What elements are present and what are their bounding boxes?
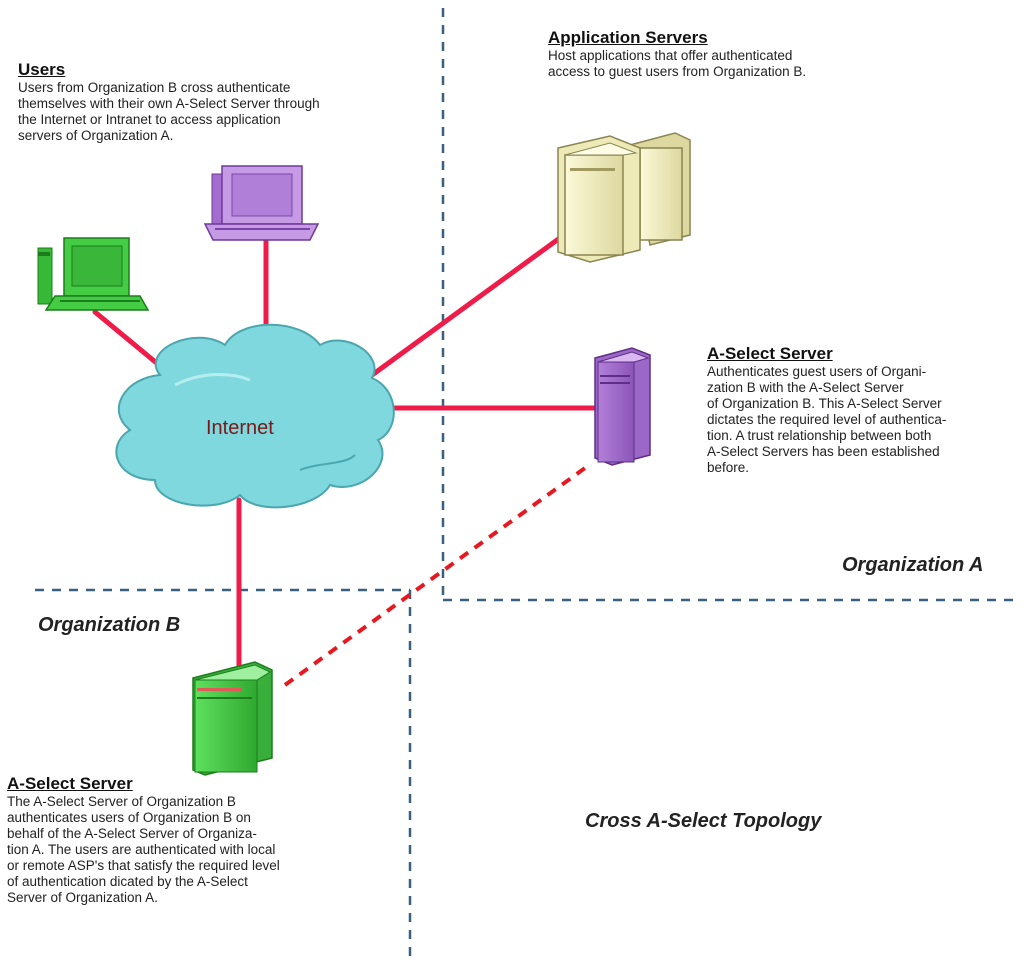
purple-computer-icon (203, 165, 320, 241)
trust-relationship-link (283, 466, 587, 687)
purple-server-icon (594, 347, 651, 466)
internet-cloud-icon (115, 323, 395, 509)
connection-links (92, 229, 601, 671)
server-b-description: The A-Select Server of Organization B au… (7, 794, 280, 906)
server-a-line: dictates the required level of authentic… (707, 412, 947, 427)
app-servers-block: Application Servers Host applications th… (548, 28, 806, 80)
users-line: themselves with their own A-Select Serve… (18, 96, 320, 111)
users-line: the Internet or Intranet to access appli… (18, 112, 281, 127)
users-line: servers of Organization A. (18, 128, 174, 143)
org-b-label: Organization B (38, 614, 181, 636)
server-b-block: A-Select Server The A-Select Server of O… (7, 774, 280, 906)
app-servers-description: Host applications that offer authenticat… (548, 48, 806, 80)
server-b-heading: A-Select Server (7, 774, 133, 793)
green-server-icon (192, 661, 273, 776)
internet-label: Internet (206, 417, 274, 439)
users-block: Users Users from Organization B cross au… (18, 60, 320, 144)
users-heading: Users (18, 60, 66, 79)
server-b-line: The A-Select Server of Organization B (7, 794, 236, 809)
server-a-block: A-Select Server Authenticates guest user… (707, 344, 946, 476)
server-a-line: Authenticates guest users of Organi- (707, 364, 927, 379)
server-b-line: Server of Organization A. (7, 890, 158, 905)
link-application-servers (365, 229, 571, 381)
server-a-description: Authenticates guest users of Organi- zat… (707, 364, 946, 476)
users-description: Users from Organization B cross authenti… (18, 80, 320, 144)
server-b-line: or remote ASP's that satisfy the require… (7, 858, 280, 873)
server-a-line: before. (707, 460, 750, 475)
boundary-lines (35, 8, 1018, 962)
server-a-line: of Organization B. This A-Select Server (707, 396, 942, 411)
org-a-label: Organization A (842, 554, 984, 576)
server-b-line: of authentication dicated by the A-Selec… (7, 874, 248, 889)
app-servers-line: Host applications that offer authenticat… (548, 48, 793, 63)
diagram-title: Cross A-Select Topology (585, 810, 822, 832)
server-b-line: authenticates users of Organization B on (7, 810, 251, 825)
server-b-line: tion A. The users are authenticated with… (7, 842, 276, 857)
users-line: Users from Organization B cross authenti… (18, 80, 291, 95)
app-servers-heading: Application Servers (548, 28, 708, 47)
server-b-line: behalf of the A-Select Server of Organiz… (7, 826, 257, 841)
server-a-line: zation B with the A-Select Server (707, 380, 904, 395)
server-a-heading: A-Select Server (707, 344, 833, 363)
app-servers-line: access to guest users from Organization … (548, 64, 807, 79)
server-a-line: A-Select Servers has been established (707, 444, 940, 459)
application-servers-icon (557, 132, 691, 263)
server-a-line: tion. A trust relationship between both (707, 428, 932, 443)
link-green-computer (92, 309, 168, 373)
green-computer-icon (37, 237, 150, 311)
